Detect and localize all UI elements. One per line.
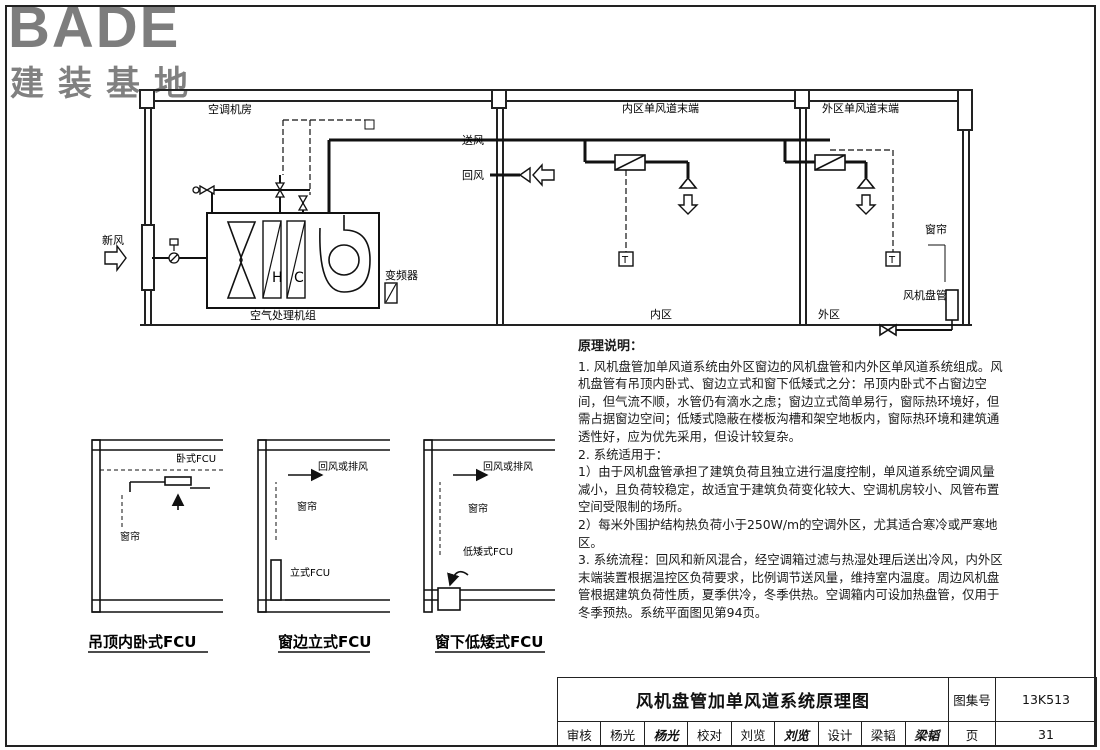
caption-window-fcu: 窗边立式FCU — [278, 633, 371, 651]
notes-para-4: 2）每米外围护结构热负荷小于250W/m的空调外区，尤其适合寒冷或严寒地区。 — [578, 516, 998, 550]
checker-signature: 刘览 — [774, 721, 819, 747]
notes-title: 原理说明： — [578, 339, 644, 354]
label-return-exhaust-2: 回风或排风 — [318, 460, 368, 473]
caption-lowboy-fcu: 窗下低矮式FCU — [435, 633, 543, 651]
bade-logo: BADE 建装基地 — [8, 0, 218, 104]
label-machine-room: 空调机房 — [208, 102, 252, 116]
label-outer-terminal: 外区单风道末端 — [822, 101, 899, 115]
reviewer-name: 杨光 — [600, 721, 645, 747]
notes-para-5: 3. 系统流程：回风和新风混合，经空调箱过滤与热湿处理后送出冷风，内外区末端装置… — [578, 552, 1003, 620]
label-ceiling-fcu: 卧式FCU — [176, 452, 216, 465]
label-curtain-3: 窗帘 — [468, 502, 488, 515]
coil-c-label: C — [294, 270, 304, 286]
caption-ceiling-fcu: 吊顶内卧式FCU — [88, 633, 196, 651]
atlas-number: 13K513 — [995, 677, 1097, 722]
air-handling-unit — [206, 212, 398, 309]
coil-h-label: H — [272, 270, 283, 286]
label-fresh-air: 新风 — [102, 233, 124, 247]
vav-terminals — [614, 154, 876, 189]
control-dashed-lines — [173, 119, 894, 258]
label-curtain-1: 窗帘 — [120, 530, 140, 543]
logo-brand-sub: 建装基地 — [10, 64, 202, 104]
down-arrows — [104, 163, 877, 273]
thermostat-inner: T — [621, 255, 629, 266]
label-fan-coil: 风机盘管 — [903, 288, 947, 302]
diagram-window-fcu — [257, 439, 390, 613]
title-block: 风机盘管加单风道系统原理图 图集号 13K513 审核 杨光 杨光 校对 刘览 … — [556, 677, 1097, 747]
design-label: 设计 — [817, 721, 863, 747]
diagram-lowboy-fcu — [423, 439, 555, 613]
label-return-exhaust-3: 回风或排风 — [483, 460, 533, 473]
label-supply-air: 送风 — [462, 133, 484, 147]
designer-signature: 梁韬 — [904, 721, 949, 747]
drawing-title: 风机盘管加单风道系统原理图 — [557, 677, 949, 722]
page-label: 页 — [948, 721, 996, 747]
sheet-border — [5, 5, 1096, 747]
notes-para-1: 1. 风机盘管加单风道系统由外区窗边的风机盘管和内外区单风道系统组成。风机盘管有… — [578, 358, 1003, 444]
label-vertical-fcu: 立式FCU — [290, 566, 330, 579]
logo-brand: BADE — [8, 0, 181, 60]
diagram-ceiling-fcu — [91, 439, 223, 613]
check-label: 校对 — [687, 721, 732, 747]
notes-para-2: 2. 系统适用于： — [578, 446, 669, 462]
reviewer-signature: 杨光 — [643, 721, 689, 747]
return-grille — [518, 166, 531, 184]
design-notes: 原理说明： 1. 风机盘管加单风道系统由外区窗边的风机盘管和内外区单风道系统组成… — [578, 338, 1004, 622]
label-lowboy-fcu: 低矮式FCU — [463, 545, 513, 558]
notes-para-3: 1）由于风机盘管承担了建筑负荷且独立进行温度控制，单风道系统空调风量减小，且负荷… — [578, 464, 1000, 515]
checker-name: 刘览 — [730, 721, 776, 747]
label-vfd: 变频器 — [385, 268, 418, 282]
label-outer-zone: 外区 — [818, 308, 840, 321]
building-outline — [139, 89, 973, 326]
valves — [168, 182, 309, 264]
atlas-label: 图集号 — [948, 677, 996, 722]
label-inner-terminal: 内区单风道末端 — [622, 101, 699, 115]
designer-name: 梁韬 — [861, 721, 906, 747]
fan-coil-window — [879, 244, 959, 337]
review-label: 审核 — [556, 721, 602, 747]
page-number: 31 — [995, 721, 1097, 747]
label-ahu: 空气处理机组 — [250, 308, 316, 322]
label-inner-zone: 内区 — [650, 307, 672, 321]
label-return-air: 回风 — [462, 169, 484, 182]
label-window: 窗帘 — [925, 222, 947, 236]
sensor-box — [364, 119, 375, 130]
label-curtain-2: 窗帘 — [297, 500, 317, 513]
thermostat-outer: T — [888, 255, 896, 266]
thermostats — [618, 251, 901, 267]
